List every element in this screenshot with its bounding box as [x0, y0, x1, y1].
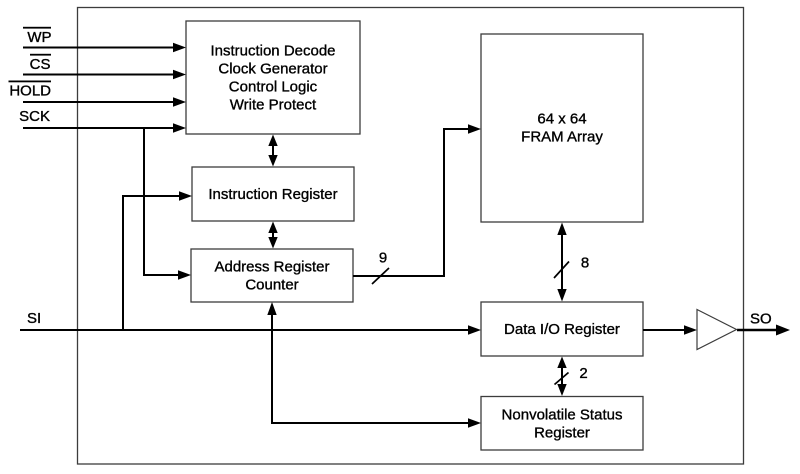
svg-text:2: 2	[579, 365, 587, 382]
svg-text:SO: SO	[750, 311, 772, 328]
svg-text:Data I/O Register: Data I/O Register	[504, 321, 620, 338]
svg-text:Register: Register	[534, 425, 590, 442]
svg-text:8: 8	[581, 255, 589, 272]
svg-text:WP: WP	[27, 29, 51, 46]
svg-text:Clock Generator: Clock Generator	[218, 61, 327, 78]
svg-text:FRAM Array: FRAM Array	[521, 129, 603, 146]
svg-text:Counter: Counter	[245, 277, 298, 294]
svg-text:Control Logic: Control Logic	[229, 79, 318, 96]
svg-text:Instruction Decode: Instruction Decode	[210, 43, 335, 60]
svg-text:9: 9	[379, 250, 387, 267]
svg-text:HOLD: HOLD	[9, 83, 51, 100]
svg-text:CS: CS	[30, 56, 51, 73]
svg-text:Nonvolatile Status: Nonvolatile Status	[502, 407, 623, 424]
svg-text:SI: SI	[27, 310, 41, 327]
svg-text:Address Register: Address Register	[214, 259, 329, 276]
svg-text:Instruction Register: Instruction Register	[208, 186, 337, 203]
svg-text:SCK: SCK	[19, 108, 50, 125]
svg-text:Write Protect: Write Protect	[230, 97, 317, 114]
svg-text:64 x 64: 64 x 64	[537, 111, 586, 128]
